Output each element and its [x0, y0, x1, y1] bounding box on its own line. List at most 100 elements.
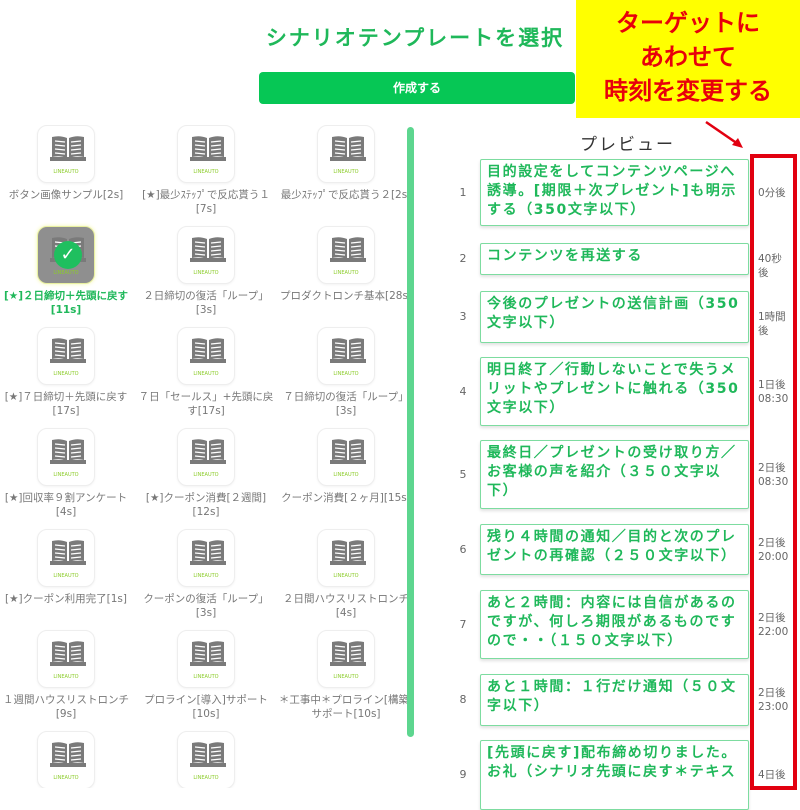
bottom-edge [0, 788, 800, 798]
preview-delay-time[interactable]: 2日後 08:30 [758, 461, 789, 488]
template-item[interactable]: LINEAUTO クーポン消費[２ヶ月][15s] [276, 428, 410, 505]
preview-title: プレビュー [580, 135, 675, 155]
preview-step-number: 9 [459, 768, 467, 781]
template-label: [★]最少ｽﾃｯﾌﾟで反応貰う１[7s] [142, 189, 270, 215]
preview-step-number: 8 [459, 693, 467, 706]
book-icon [50, 741, 86, 771]
create-button[interactable]: 作成する [259, 72, 575, 104]
template-item[interactable]: LINEAUTO[★]クーポン消費[２週間][12s] [136, 428, 276, 519]
book-icon [330, 539, 366, 569]
template-thumbnail[interactable]: LINEAUTO [37, 125, 95, 183]
template-item[interactable]: LINEAUTO✓ [★]２日締切＋先頭に戻す[11s] [0, 226, 136, 317]
template-thumbnail[interactable]: LINEAUTO [177, 529, 235, 587]
template-thumbnail[interactable]: LINEAUTO [177, 428, 235, 486]
book-icon [190, 438, 226, 468]
book-icon [190, 236, 226, 266]
preview-message[interactable]: 最終日／プレゼントの受け取り方／お客様の声を紹介（３５０文字以下） [480, 440, 749, 509]
book-icon [190, 337, 226, 367]
template-thumbnail[interactable]: LINEAUTO [177, 731, 235, 789]
preview-delay-time[interactable]: 2日後 22:00 [758, 611, 789, 638]
template-label: １週間ハウスリストロンチ[9s] [3, 694, 129, 720]
preview-delay-time[interactable]: 2日後 20:00 [758, 536, 789, 563]
preview-step-number: 2 [459, 252, 467, 265]
template-label: ２日間ハウスリストロンチ[4s] [283, 593, 409, 619]
template-label: ２日締切の復活「ループ」[3s] [143, 290, 269, 316]
template-item[interactable]: LINEAUTO [★]７日締切＋先頭に戻す[17s] [0, 327, 136, 418]
preview-message[interactable]: あと１時間：１行だけ通知（５０文字以下） [480, 674, 749, 726]
template-brand: LINEAUTO [193, 775, 219, 781]
template-item[interactable]: LINEAUTO[★]回収率９割アンケート[4s] [0, 428, 136, 519]
preview-delay-time[interactable]: 0分後 [758, 186, 786, 199]
template-item[interactable]: LINEAUTO ＊工事中＊プロライン[構築]サポート[10s] [276, 630, 410, 721]
template-brand: LINEAUTO [333, 371, 359, 377]
template-item[interactable]: LINEAUTO １週間ハウスリストロンチ[9s] [0, 630, 136, 721]
template-thumbnail[interactable]: LINEAUTO [317, 529, 375, 587]
annotation-arrow-icon [705, 120, 743, 148]
template-thumbnail[interactable]: LINEAUTO [37, 327, 95, 385]
preview-delay-time[interactable]: 40秒後 [758, 253, 782, 279]
book-icon [50, 438, 86, 468]
preview-message[interactable]: コンテンツを再送する [480, 243, 749, 275]
template-brand: LINEAUTO [193, 270, 219, 276]
template-thumbnail[interactable]: LINEAUTO [37, 630, 95, 688]
template-thumbnail[interactable]: LINEAUTO [37, 731, 95, 789]
preview-delay-time[interactable]: 4日後 [758, 769, 786, 781]
callout-line: 時刻を変更する [604, 77, 772, 105]
preview-message[interactable]: あと２時間：内容には自信があるのですが、何しろ期限があるものですので・・（１５０… [480, 590, 749, 659]
template-label: ７日締切の復活「ループ」[3s] [283, 391, 409, 417]
book-icon [190, 539, 226, 569]
template-item[interactable]: LINEAUTO ２日間ハウスリストロンチ[4s] [276, 529, 410, 620]
template-thumbnail[interactable]: LINEAUTO [177, 630, 235, 688]
preview-message[interactable]: 残り４時間の通知／目的と次のプレゼントの再確認（２５０文字以下） [480, 524, 749, 575]
preview-delay-time[interactable]: 1時間後 [758, 311, 786, 337]
check-icon: ✓ [54, 241, 82, 269]
template-thumbnail[interactable]: LINEAUTO [317, 125, 375, 183]
template-brand: LINEAUTO [53, 169, 79, 175]
template-thumbnail[interactable]: LINEAUTO [177, 327, 235, 385]
template-label: [★]７日締切＋先頭に戻す[17s] [4, 391, 128, 417]
template-thumbnail[interactable]: LINEAUTO [37, 529, 95, 587]
preview-message[interactable]: [先頭に戻す]配布締め切りました。お礼（シナリオ先頭に戻す＊テキス [480, 740, 749, 810]
preview-message[interactable]: 今後のプレゼントの送信計画（350文字以下） [480, 291, 749, 343]
preview-message[interactable]: 目的設定をしてコンテンツページへ誘導。[期限＋次プレゼント]も明示する（350文… [480, 159, 749, 226]
template-brand: LINEAUTO [193, 472, 219, 478]
template-scrollbar[interactable] [407, 127, 414, 737]
template-thumbnail[interactable]: LINEAUTO [317, 327, 375, 385]
book-icon [330, 337, 366, 367]
template-brand: LINEAUTO [193, 573, 219, 579]
template-brand: LINEAUTO [193, 169, 219, 175]
template-thumbnail[interactable]: LINEAUTO [177, 125, 235, 183]
template-thumbnail[interactable]: LINEAUTO [317, 630, 375, 688]
preview-step-number: 4 [459, 384, 467, 398]
template-label: ＊工事中＊プロライン[構築]サポート[10s] [278, 694, 410, 720]
template-thumbnail[interactable]: LINEAUTO [317, 428, 375, 486]
template-item[interactable]: LINEAUTO [★]最少ｽﾃｯﾌﾟで反応貰う１[7s] [136, 125, 276, 216]
preview-message[interactable]: 明日終了／行動しないことで失うメリットやプレゼントに触れる（350文字以下） [480, 357, 749, 426]
template-item[interactable]: LINEAUTO ２日締切の復活「ループ」[3s] [136, 226, 276, 317]
template-brand: LINEAUTO [333, 270, 359, 276]
preview-delay-time[interactable]: 1日後 08:30 [758, 378, 789, 405]
template-brand: LINEAUTO [53, 775, 79, 781]
template-item[interactable]: LINEAUTO[★]クーポン利用完了[1s] [0, 529, 136, 606]
book-icon [190, 135, 226, 165]
template-thumbnail[interactable]: LINEAUTO [177, 226, 235, 284]
template-label: クーポン消費[２ヶ月][15s] [281, 492, 410, 504]
template-brand: LINEAUTO [53, 674, 79, 680]
preview-delay-time[interactable]: 2日後 23:00 [758, 687, 789, 713]
template-thumbnail[interactable]: LINEAUTO✓ [37, 226, 95, 284]
template-item[interactable]: LINEAUTO ７日締切の復活「ループ」[3s] [276, 327, 410, 418]
template-item[interactable]: LINEAUTO [136, 731, 276, 794]
template-item[interactable]: LINEAUTO [0, 731, 136, 794]
template-thumbnail[interactable]: LINEAUTO [37, 428, 95, 486]
template-thumbnail[interactable]: LINEAUTO [317, 226, 375, 284]
template-brand: LINEAUTO [333, 573, 359, 579]
template-label: [★]２日締切＋先頭に戻す[11s] [3, 290, 128, 316]
preview-step-number: 7 [459, 617, 467, 631]
callout-line: ターゲットに [616, 9, 760, 37]
